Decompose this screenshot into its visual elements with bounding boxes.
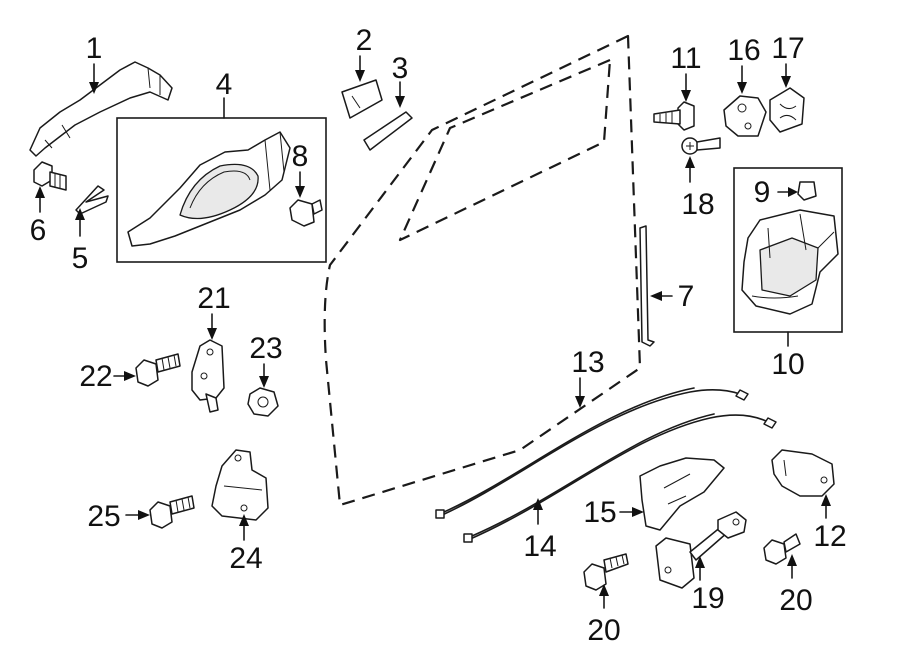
callout-21: 21 xyxy=(197,282,230,315)
pad-part-2 xyxy=(341,79,383,119)
callout-25: 25 xyxy=(87,500,120,533)
nut-part-23 xyxy=(247,387,279,417)
callout-15: 15 xyxy=(583,496,616,529)
callout-22: 22 xyxy=(79,360,112,393)
callout-18: 18 xyxy=(681,188,714,221)
bracket-part-21 xyxy=(191,339,225,413)
leader-lines xyxy=(35,55,831,609)
callout-13: 13 xyxy=(571,346,604,379)
callout-12: 12 xyxy=(813,520,846,553)
check-arm-part-19 xyxy=(655,511,747,589)
callout-20-right: 20 xyxy=(779,584,812,617)
inside-handle-box xyxy=(116,117,327,263)
callout-11: 11 xyxy=(670,42,701,75)
screw-part-18 xyxy=(681,137,721,155)
rod-part-7 xyxy=(639,225,655,347)
clip-part-5 xyxy=(75,185,109,215)
bolt-part-6 xyxy=(33,161,67,191)
callout-2: 2 xyxy=(356,24,373,57)
screw-part-11 xyxy=(653,101,695,131)
callout-5: 5 xyxy=(72,242,89,275)
bracket-part-15 xyxy=(639,457,725,531)
striker-part-16 xyxy=(723,95,767,137)
bolt-part-20b xyxy=(763,533,801,565)
callout-9: 9 xyxy=(754,176,771,209)
callout-14: 14 xyxy=(523,530,556,563)
bolt-part-25 xyxy=(149,495,195,529)
cables xyxy=(435,387,777,543)
bolt-part-22 xyxy=(135,353,181,387)
callout-1: 1 xyxy=(86,32,103,65)
callout-8: 8 xyxy=(292,140,309,173)
callout-10: 10 xyxy=(771,348,804,381)
door-latch-box xyxy=(733,167,843,333)
callout-6: 6 xyxy=(30,214,47,247)
shim-part-17 xyxy=(769,87,805,133)
callout-24: 24 xyxy=(229,542,262,575)
callout-4: 4 xyxy=(216,68,233,101)
door-outline xyxy=(323,34,642,507)
callout-labels: 1 2 3 4 5 6 7 8 9 10 11 12 13 14 15 16 1… xyxy=(30,24,847,647)
cover-part-12 xyxy=(771,449,835,497)
callout-19: 19 xyxy=(691,582,724,615)
bolt-part-20a xyxy=(583,553,629,591)
clip-part-8 xyxy=(289,199,323,227)
callout-20-left: 20 xyxy=(587,614,620,647)
callout-7: 7 xyxy=(678,280,695,313)
callout-17: 17 xyxy=(771,32,804,65)
callout-3: 3 xyxy=(392,52,409,85)
outside-handle-part xyxy=(29,61,173,157)
bracket-part-24 xyxy=(211,449,269,521)
seal-part-3 xyxy=(363,111,413,151)
callout-16: 16 xyxy=(727,34,760,67)
callout-23: 23 xyxy=(249,332,282,365)
